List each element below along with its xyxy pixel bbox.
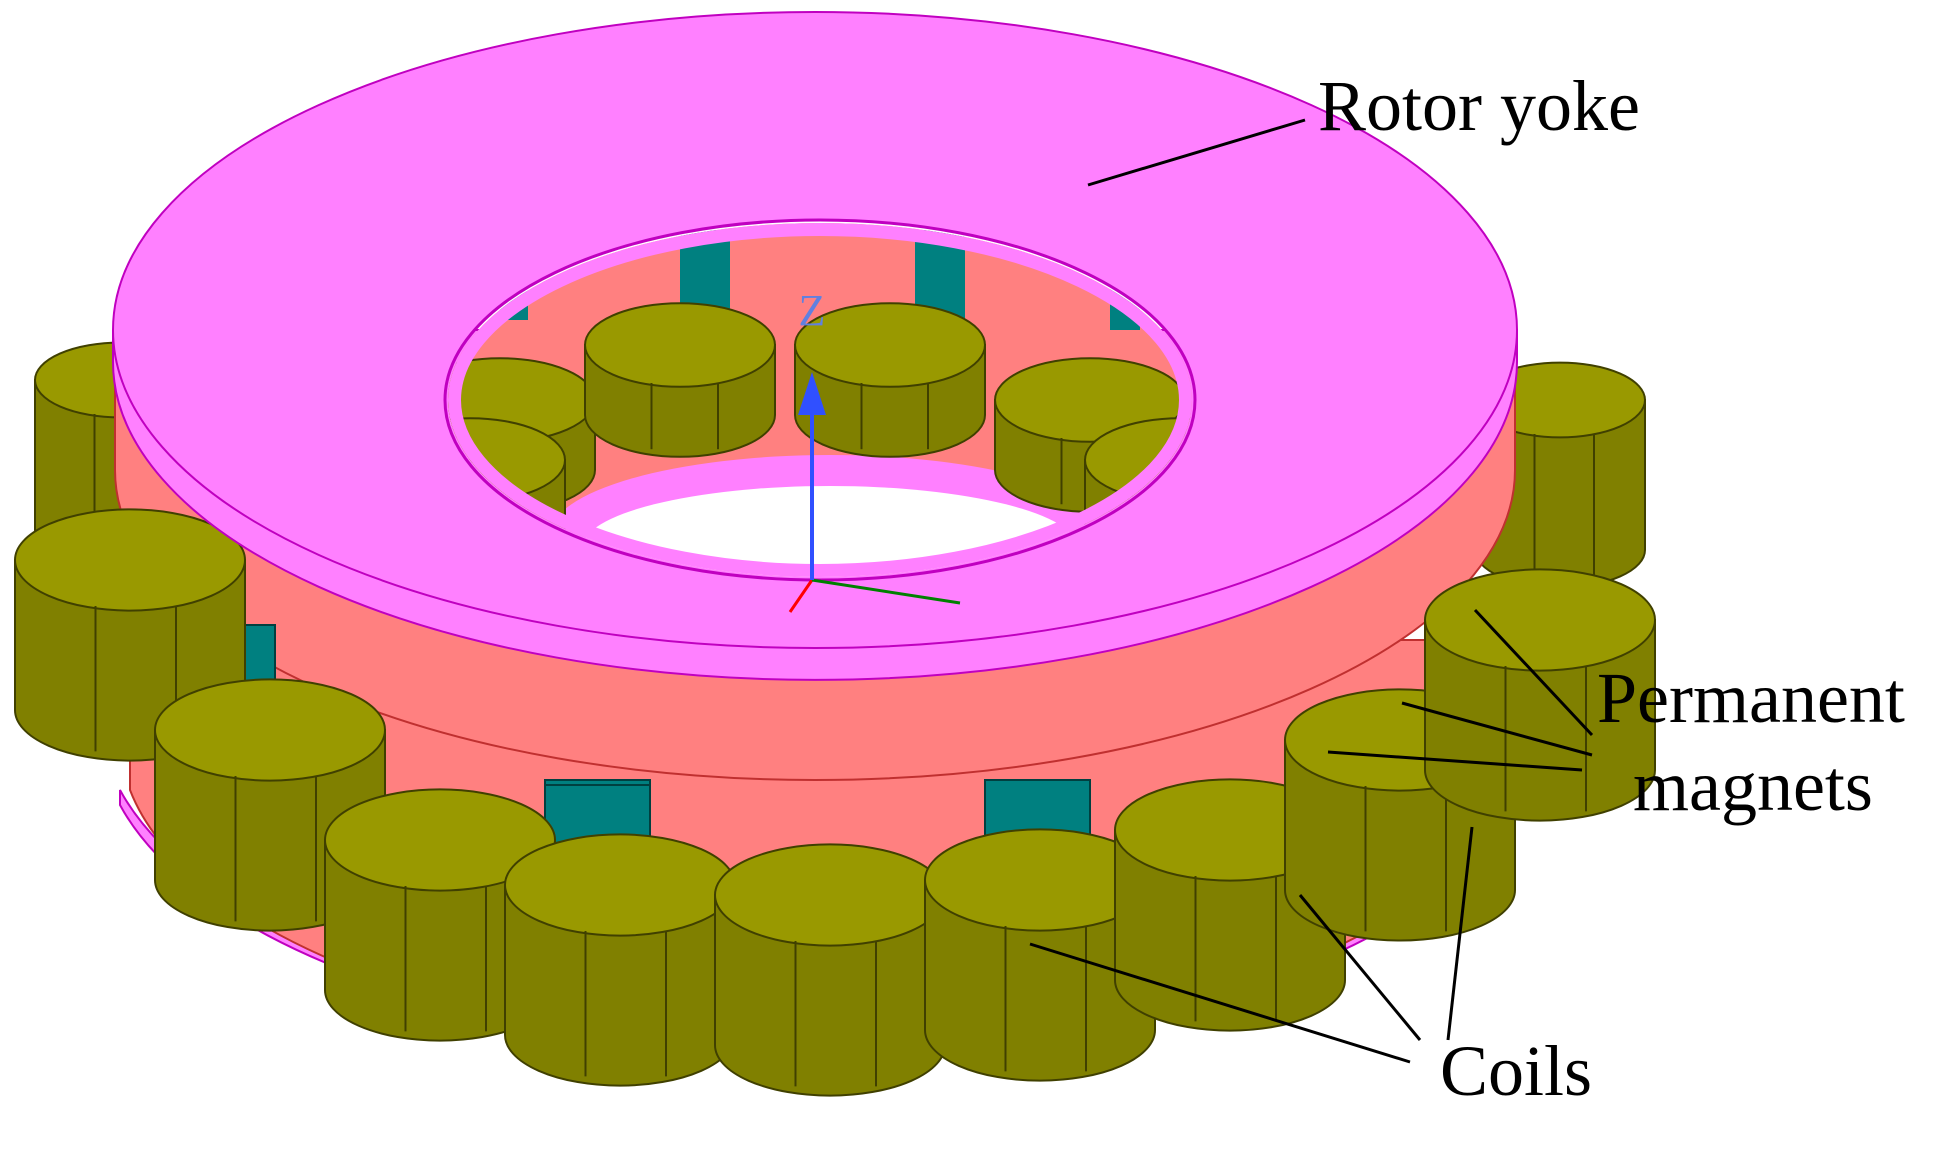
- coil-side: [924, 879, 1156, 1082]
- coordinate-axes: Z: [788, 286, 961, 613]
- y-axis-line: [811, 578, 961, 605]
- coil-top: [794, 302, 986, 388]
- leader-magnet-3: [1327, 750, 1583, 772]
- front-coil-0: [14, 508, 246, 762]
- label-permanent: Permanent: [1597, 658, 1905, 738]
- leader-magnet-2: [1401, 701, 1593, 757]
- inner-coil-1: [584, 302, 776, 458]
- coil-side: [714, 894, 946, 1097]
- front-coil-5: [924, 828, 1156, 1082]
- coil-top: [504, 833, 736, 937]
- label-magnets: magnets: [1633, 746, 1873, 826]
- coil-top: [584, 302, 776, 388]
- z-axis-label: Z: [799, 286, 826, 335]
- leader-lines: [1029, 118, 1594, 1064]
- front-coil-8: [1424, 568, 1656, 822]
- label-coils: Coils: [1440, 1031, 1592, 1111]
- z-axis-arrow-icon: [798, 372, 826, 415]
- coil-top: [1424, 568, 1656, 672]
- label-rotor-yoke: Rotor yoke: [1318, 66, 1640, 146]
- front-coil-4: [714, 843, 946, 1097]
- coil-top: [14, 508, 246, 612]
- front-coil-2: [324, 788, 556, 1042]
- leader-coil-3: [1029, 942, 1411, 1064]
- inner-floor-opening: [582, 486, 1078, 577]
- front-coil-3: [504, 833, 736, 1087]
- coil-top: [154, 678, 386, 782]
- leader-rotor-yoke: [1087, 118, 1306, 187]
- stator-coils-front: [14, 508, 1656, 1097]
- leader-coil-2: [1446, 826, 1474, 1041]
- leader-coil-1: [1298, 894, 1422, 1041]
- coil-top: [324, 788, 556, 892]
- inner-coil-2: [794, 302, 986, 458]
- coil-side: [1424, 619, 1656, 822]
- coil-top: [714, 843, 946, 947]
- leader-magnet-1: [1473, 608, 1594, 737]
- x-axis-line: [788, 579, 814, 613]
